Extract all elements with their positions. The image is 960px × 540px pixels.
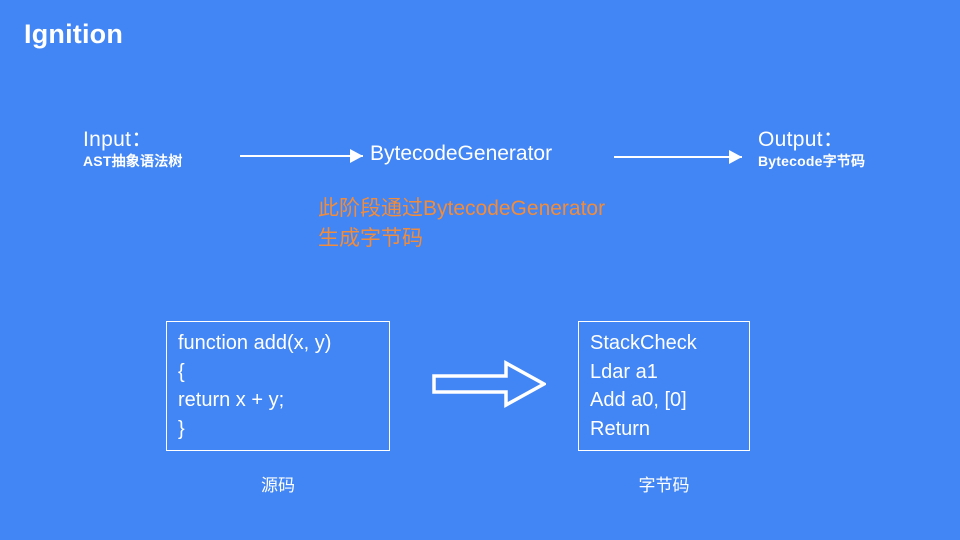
pipeline-input-subtext: AST抽象语法树 xyxy=(83,153,183,169)
pipeline-input-label: Input： AST抽象语法树 xyxy=(83,128,183,170)
bytecode-caption: 字节码 xyxy=(638,476,690,495)
bytecode-box: StackCheck Ldar a1 Add a0, [0] Return xyxy=(578,321,750,451)
arrow-input-to-generator-icon xyxy=(240,149,363,163)
pipeline-stage-label: BytecodeGenerator xyxy=(370,142,553,165)
page-title: Ignition xyxy=(24,19,124,49)
stage-annotation-text: 此阶段通过BytecodeGenerator 生成字节码 xyxy=(318,197,606,250)
arrow-shaft xyxy=(614,156,742,158)
pipeline-input-heading: Input： xyxy=(83,128,153,151)
arrow-shaft xyxy=(240,155,363,157)
arrow-generator-to-output-icon xyxy=(614,150,742,164)
arrow-head xyxy=(350,149,363,163)
arrow-head xyxy=(729,150,742,164)
block-arrow-source-to-bytecode-icon xyxy=(432,360,546,408)
source-code-box: function add(x, y) { return x + y; } xyxy=(166,321,390,451)
source-code-caption: 源码 xyxy=(261,476,295,495)
pipeline-output-subtext: Bytecode字节码 xyxy=(758,153,866,169)
pipeline-output-heading: Output： xyxy=(758,128,845,151)
pipeline-output-label: Output： Bytecode字节码 xyxy=(758,128,865,170)
block-arrow-outline xyxy=(432,360,546,408)
